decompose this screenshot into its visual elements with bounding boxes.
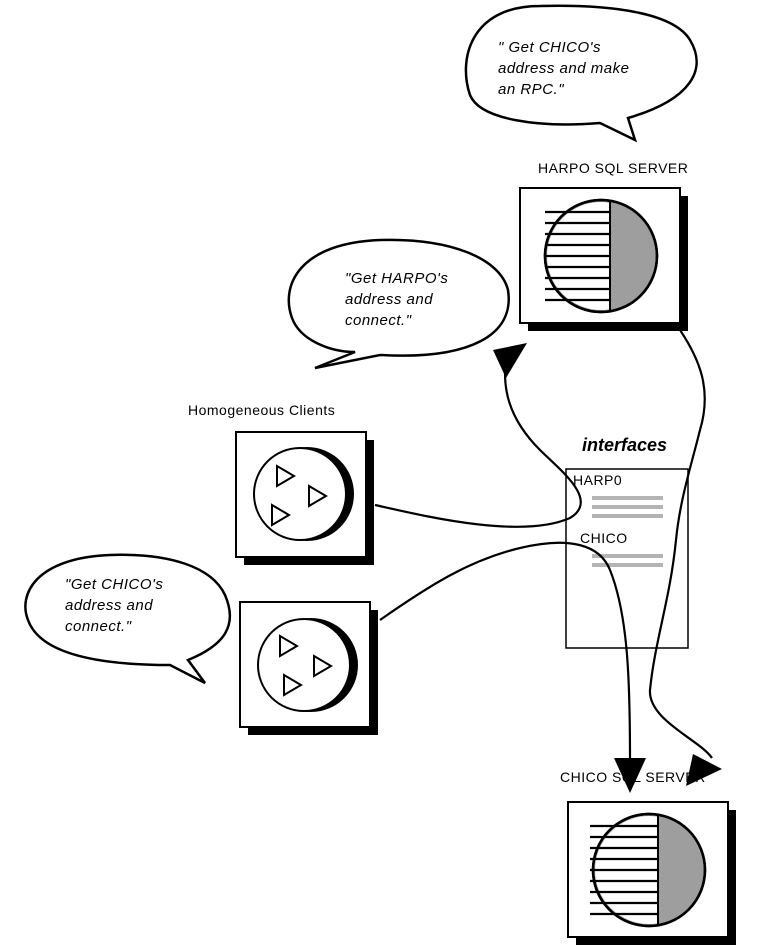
client-2-to-chico-line — [379, 541, 632, 761]
speech-bubble-client-2 — [24, 553, 231, 685]
harpo-server-label: HARPO SQL SERVER — [538, 160, 689, 176]
connection-lines — [374, 329, 713, 761]
client-2-bubble-text: "Get CHICO's address and connect." — [65, 576, 164, 635]
arrowhead-harpo-to-chico — [686, 754, 722, 786]
client-1-icon — [235, 431, 374, 565]
harpo-server-bubble-text: " Get CHICO's address and make an RPC." — [498, 39, 630, 98]
harpo-server-to-chico-server-line — [648, 329, 713, 759]
arrowhead-to-harpo — [493, 343, 527, 378]
speech-bubble-client-1 — [287, 238, 510, 370]
interfaces-title: interfaces — [582, 435, 668, 455]
chico-server-label: CHICO SQL SERVER — [560, 769, 706, 785]
harpo-server-icon — [519, 187, 688, 331]
homogeneous-clients-label: Homogeneous Clients — [188, 402, 336, 418]
speech-bubble-harpo-server — [464, 4, 698, 143]
chico-server-icon — [567, 801, 736, 945]
client-2-icon — [239, 601, 378, 735]
interfaces-entry-chico: CHICO — [580, 530, 628, 546]
arrowheads — [493, 343, 722, 793]
chico-entry-stripes — [592, 554, 663, 567]
interfaces-entry-harpo: HARP0 — [573, 472, 623, 488]
interfaces-file-box — [565, 468, 689, 649]
harpo-entry-stripes — [592, 496, 663, 518]
arrowhead-client2-to-chico — [614, 758, 646, 793]
client-1-bubble-text: "Get HARPO's address and connect." — [345, 270, 449, 329]
client-1-to-harpo-line — [374, 369, 582, 528]
